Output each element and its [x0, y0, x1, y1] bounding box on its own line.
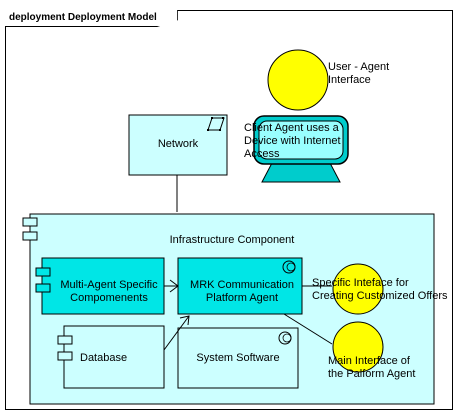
main-interface-connector: [283, 313, 333, 345]
main-interface-label: Main Interface of the Palform Agent: [328, 355, 416, 380]
user-interface-circle[interactable]: [267, 49, 329, 111]
infrastructure-label: Infrastructure Component: [169, 234, 295, 246]
database-label: Database: [80, 352, 128, 364]
specific-interface-label: Specific Inteface for Creating Customize…: [312, 277, 448, 302]
component-tab: [22, 217, 38, 227]
main-interface-circle[interactable]: [332, 321, 384, 373]
database-component[interactable]: [57, 325, 165, 389]
client-device[interactable]: [253, 115, 349, 183]
specific-interface-circle[interactable]: [332, 263, 384, 315]
diagram-frame: [5, 10, 453, 410]
database-connector: [163, 315, 190, 351]
system-software-label: System Software: [196, 352, 280, 364]
client-device-label: Client Agent uses a Device with Internet…: [244, 122, 341, 160]
network-label: Network: [157, 138, 199, 150]
network-node[interactable]: [128, 114, 228, 176]
system-software-component[interactable]: [177, 327, 299, 389]
mrk-platform-label: MRK Communication Platform Agent: [190, 279, 294, 304]
user-interface-label: User - Agent Interface: [328, 61, 390, 86]
multi-agent-label: Multi-Agent Specific Compomenents: [60, 279, 158, 304]
component-tab: [22, 231, 38, 241]
diagram-title: deployment Deployment Model: [5, 10, 178, 27]
